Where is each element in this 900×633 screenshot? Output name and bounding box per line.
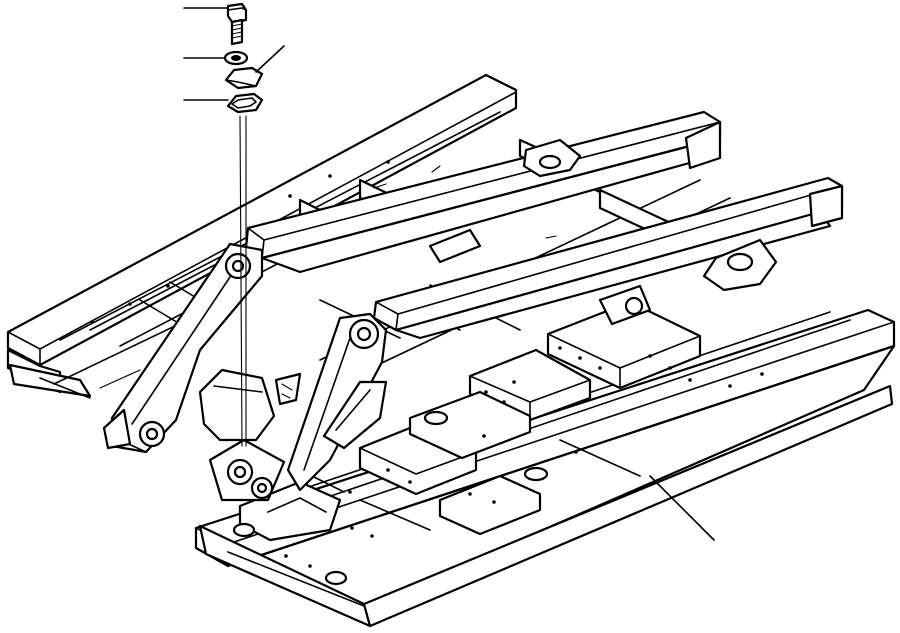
- leader-cover-plate: [255, 45, 285, 73]
- cover-plate-icon: [224, 66, 264, 90]
- washer-icon: [223, 50, 249, 66]
- left-frame-rail: [6, 73, 518, 399]
- bolt-icon: [226, 2, 248, 46]
- shim-icon: [226, 92, 264, 114]
- right-frame-rail: [194, 308, 896, 628]
- boom-foot-uprights: [102, 242, 388, 502]
- leader-lines: [183, 7, 715, 541]
- upper-side-beams: [244, 110, 844, 340]
- leader-frame: [649, 475, 715, 541]
- beam-brackets: [373, 138, 778, 326]
- fastener-stack: [223, 2, 264, 447]
